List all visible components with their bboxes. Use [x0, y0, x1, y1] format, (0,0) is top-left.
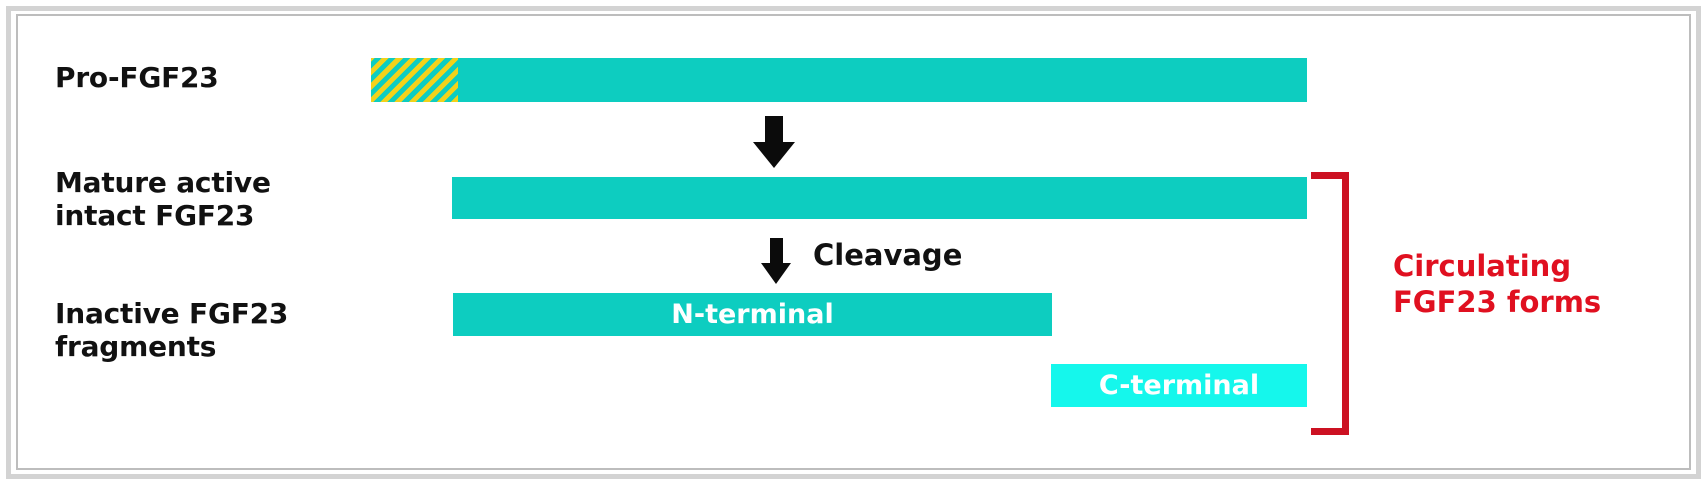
- n-terminal-label: N-terminal: [671, 299, 834, 330]
- circulating-forms-label: Circulating FGF23 forms: [1393, 249, 1602, 319]
- mature-intact-fgf23-bar: [452, 177, 1307, 219]
- circulating-forms-bracket: [1311, 172, 1349, 435]
- cleavage-arrow-shaft: [770, 238, 783, 269]
- row-label-mature-intact-fgf23: Mature active intact FGF23: [55, 166, 271, 232]
- row-label-pro-fgf23: Pro-FGF23: [55, 61, 219, 94]
- c-terminal-label: C-terminal: [1098, 370, 1260, 401]
- row-label-inactive-fragments: Inactive FGF23 fragments: [55, 297, 289, 363]
- c-terminal-fragment-bar: C-terminal: [1051, 364, 1307, 407]
- cleavage-arrow-head: [761, 263, 791, 284]
- cleavage-label: Cleavage: [813, 238, 963, 272]
- pro-fgf23-bar: [371, 58, 1307, 102]
- signal-peptide-hatched-segment: [371, 58, 458, 102]
- n-terminal-fragment-bar: N-terminal: [453, 293, 1052, 336]
- processing-arrow-shaft: [765, 116, 783, 148]
- processing-arrow-head: [753, 142, 795, 168]
